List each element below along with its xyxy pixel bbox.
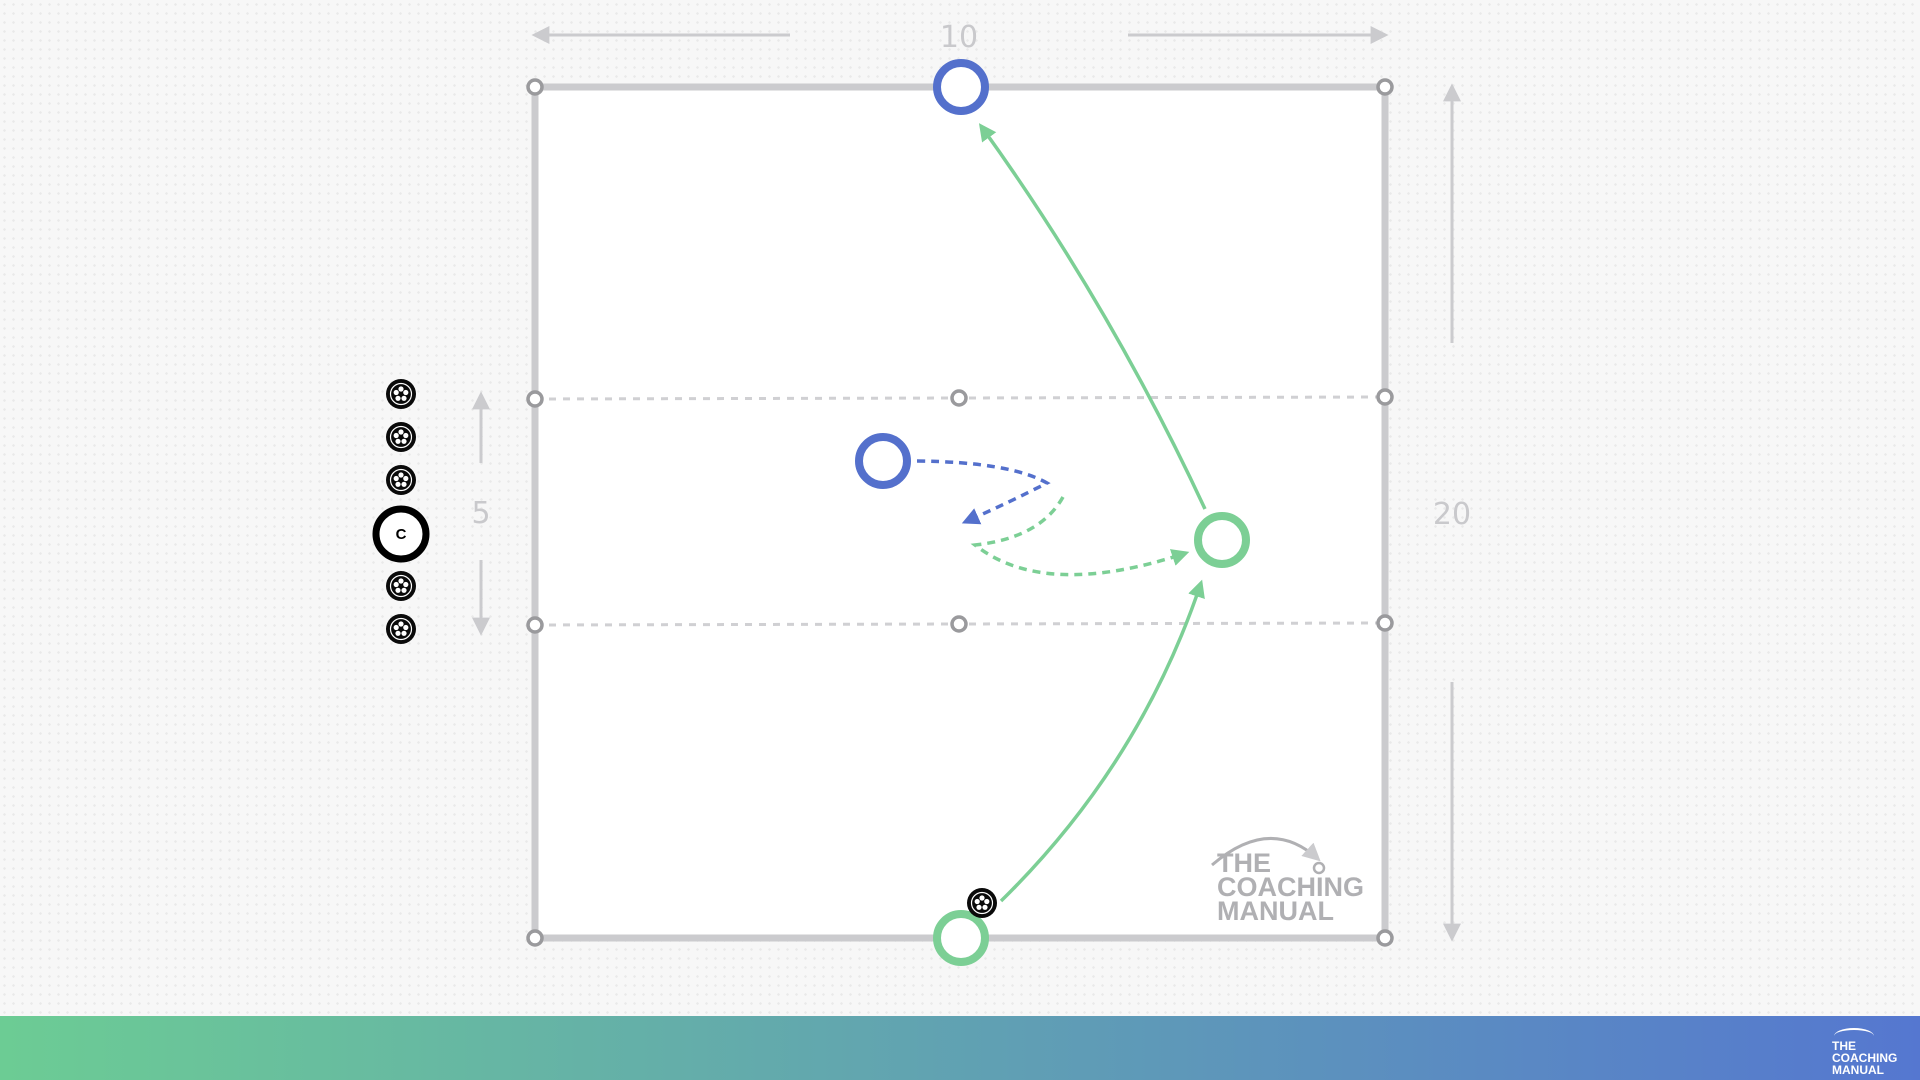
ball (966, 887, 998, 919)
ball-icon (385, 464, 417, 496)
footer-logo: THE COACHING MANUAL (1830, 1026, 1910, 1077)
watermark-line2: COACHING (1217, 872, 1364, 902)
watermark-line1: THE (1217, 848, 1271, 878)
paths (916, 123, 1207, 903)
length-dimension: 20 (1433, 83, 1471, 942)
watermark-ball-icon (1312, 861, 1326, 875)
players (855, 59, 1250, 966)
watermark-line3: MANUAL (1217, 896, 1334, 926)
width-label: 10 (940, 20, 978, 55)
zone-dimension: 5 (471, 391, 491, 636)
footer-logo-line1: THE (1832, 1039, 1856, 1053)
cone (1376, 388, 1394, 406)
blue-player-top (933, 59, 989, 115)
run-path-blue (916, 459, 1051, 525)
ball-icon (385, 613, 417, 645)
ball-icon (385, 378, 417, 410)
cone (1376, 614, 1394, 632)
footer-logo-arc-icon (1834, 1028, 1874, 1044)
cone (526, 616, 544, 634)
green-player-right (1194, 512, 1250, 568)
pass-path-green-to-green (999, 579, 1205, 903)
cone (950, 615, 968, 633)
cone (526, 929, 544, 947)
pitch (531, 83, 1389, 942)
footer-bar: THE COACHING MANUAL (0, 1016, 1920, 1080)
green-player-bottom (933, 910, 989, 966)
ball-icon (385, 421, 417, 453)
blue-player-middle (855, 433, 911, 489)
coach-label: C (396, 526, 407, 543)
width-dimension: 10 (531, 20, 1389, 55)
run-path-green (970, 496, 1190, 577)
cones (526, 78, 1394, 947)
cone (1376, 78, 1394, 96)
footer-logo-line2: COACHING (1832, 1051, 1898, 1065)
pitch-area (531, 83, 1389, 942)
watermark-arc-icon (1211, 837, 1321, 867)
cone (950, 389, 968, 407)
watermark-logo: THE COACHING MANUAL (1211, 837, 1364, 926)
length-label: 20 (1433, 497, 1471, 532)
pass-path-green-to-blue-top (978, 123, 1207, 510)
cone (526, 390, 544, 408)
ball-icon (385, 570, 417, 602)
cone (526, 78, 544, 96)
zone-label: 5 (471, 496, 490, 531)
footer-logo-line3: MANUAL (1832, 1063, 1884, 1077)
coach: C (372, 505, 430, 563)
cone (1376, 929, 1394, 947)
coach-marker (372, 505, 430, 563)
